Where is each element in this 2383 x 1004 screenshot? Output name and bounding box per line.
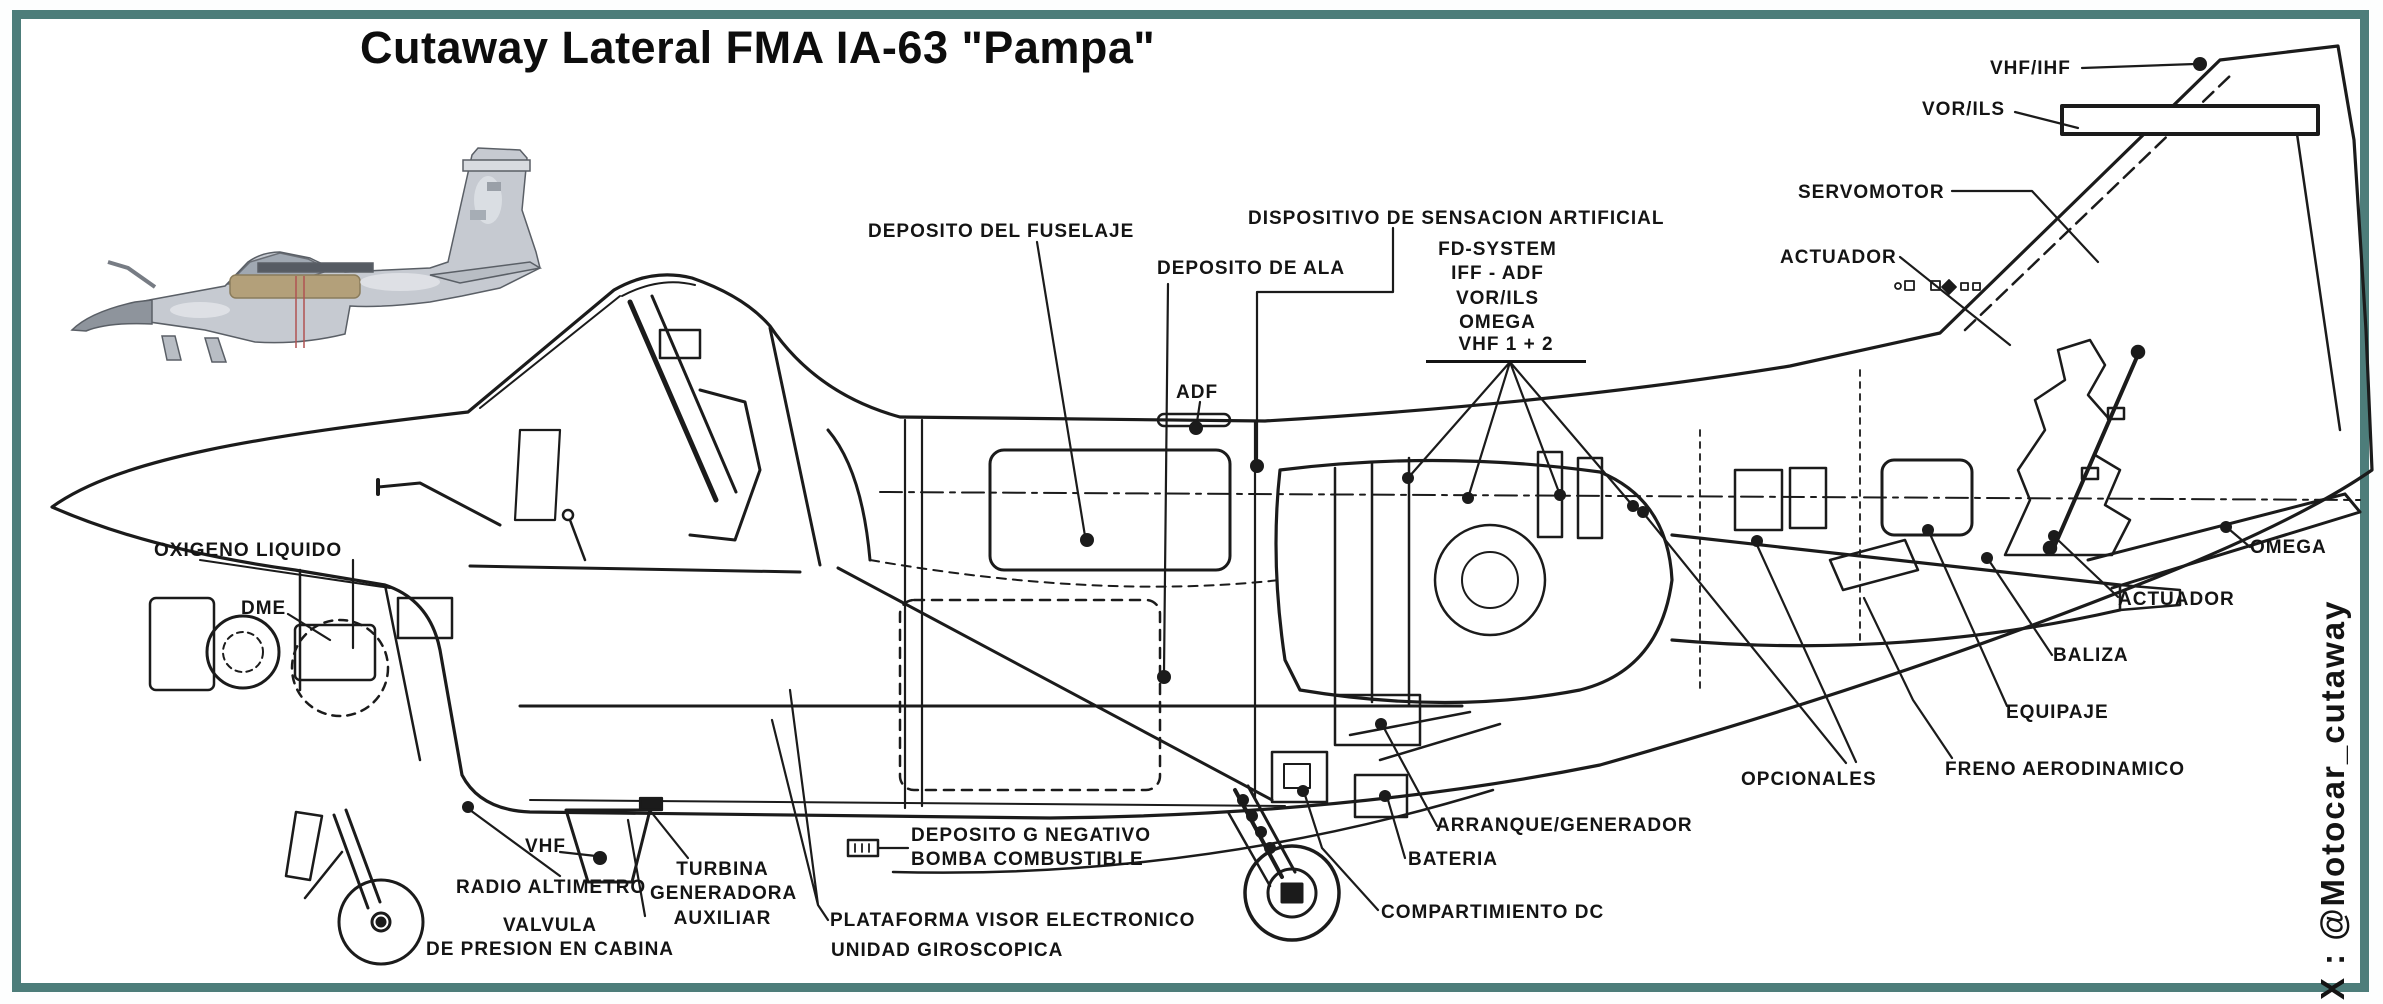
photo-aircraft <box>70 147 543 363</box>
label-opcionales: OPCIONALES <box>1741 769 1877 790</box>
label-radio-altimetro: RADIO ALTIMETRO <box>456 877 647 898</box>
label-compartimiento-dc: COMPARTIMIENTO DC <box>1381 902 1605 923</box>
label-unidad-giroscopica: UNIDAD GIROSCOPICA <box>831 940 1064 961</box>
label-vhf: VHF <box>525 836 566 857</box>
label-dme: DME <box>241 598 287 619</box>
aircraft-outline <box>50 44 2374 874</box>
blanked-rectangle <box>2060 104 2320 136</box>
leader-dots <box>462 57 2232 865</box>
label-adf: ADF <box>1176 382 1219 403</box>
label-baliza: BALIZA <box>2053 645 2129 666</box>
frame-border <box>12 10 2369 992</box>
label-vor-ils-tail: VOR/ILS <box>1922 99 2006 120</box>
main-wheel <box>1226 784 1341 942</box>
wing-and-tanks <box>518 412 1502 810</box>
leader-lines <box>286 62 2252 922</box>
page-title: Cutaway Lateral FMA IA-63 "Pampa" <box>360 22 1156 73</box>
label-actuador-tail: ACTUADOR <box>1780 247 1897 268</box>
label-vhf-1-2: VHF 1 + 2 <box>1426 333 1586 364</box>
nose-wheel <box>303 808 425 966</box>
label-actuador-rear: ACTUADOR <box>2118 589 2235 610</box>
landing-gear <box>303 784 1341 966</box>
label-omega: OMEGA <box>2250 537 2327 558</box>
label-deposito-de-ala: DEPOSITO DE ALA <box>1157 258 1346 279</box>
label-fd-system-stack: FD-SYSTEM IFF - ADF VOR/ILS OMEGA <box>1438 239 1557 333</box>
label-turbina-generadora: TURBINA GENERADORA AUXILIAR <box>650 859 798 929</box>
watermark-credit: X : @Motocar_cutaway <box>2314 599 2351 1000</box>
label-vhf-ihf: VHF/IHF <box>1990 58 2071 79</box>
label-valvula-presion: VALVULA DE PRESION EN CABINA <box>425 915 675 961</box>
label-equipaje: EQUIPAJE <box>2006 702 2109 723</box>
tail-code-glyphs <box>1894 279 1981 295</box>
label-freno-aerodinamico: FRENO AERODINAMICO <box>1945 759 2186 780</box>
engine <box>1274 369 2182 819</box>
tail-fin <box>1894 72 2342 557</box>
label-oxigeno-liquido: OXIGENO LIQUIDO <box>154 540 343 561</box>
label-arranque-generador: ARRANQUE/GENERADOR <box>1436 815 1693 836</box>
label-deposito-g-negativo: DEPOSITO G NEGATIVO BOMBA COMBUSTIBLE <box>911 825 1151 871</box>
label-dispositivo-sensacion: DISPOSITIVO DE SENSACION ARTIFICIAL <box>1248 208 1665 229</box>
nose-equipment <box>148 478 652 884</box>
cockpit-details <box>298 281 822 762</box>
label-servomotor: SERVOMOTOR <box>1798 182 1945 203</box>
label-bateria: BATERIA <box>1408 849 1499 870</box>
label-plataforma-visor: PLATAFORMA VISOR ELECTRONICO <box>830 910 1196 931</box>
label-deposito-del-fuselaje: DEPOSITO DEL FUSELAJE <box>868 221 1135 242</box>
